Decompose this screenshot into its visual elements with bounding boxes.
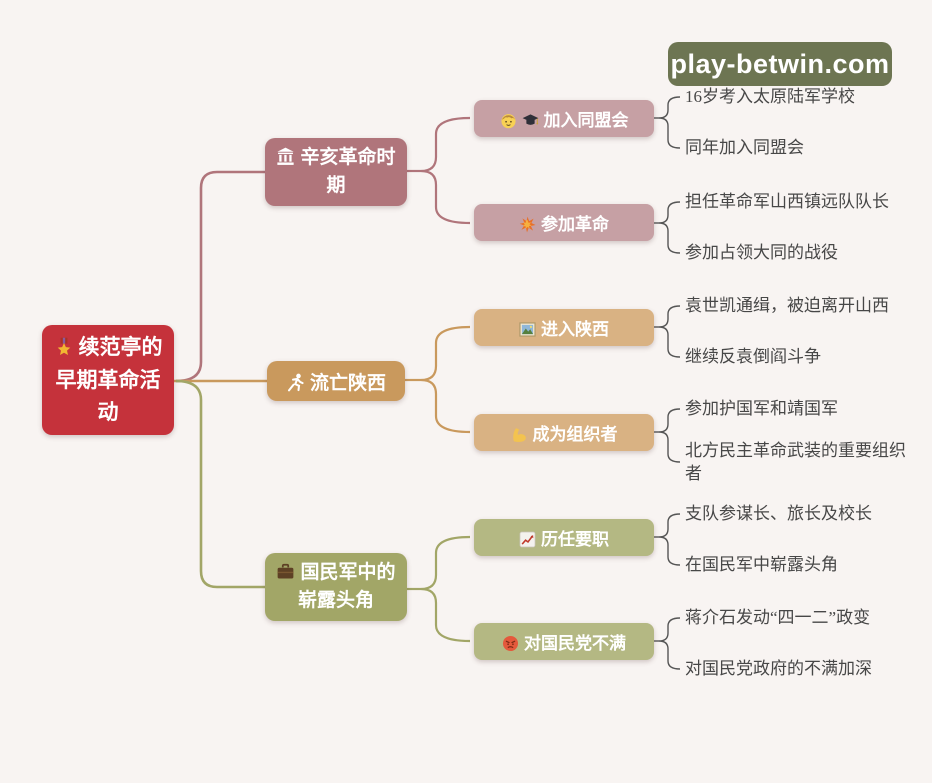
military-medal-icon: [54, 337, 74, 357]
brace-subtopic4: [654, 408, 681, 463]
collision-icon: [519, 216, 536, 233]
link-root-branch3: [175, 379, 265, 589]
leaf-item[interactable]: 参加护国军和靖国军: [685, 399, 838, 418]
subtopic-label: 加入同盟会: [543, 111, 629, 130]
leaf-item[interactable]: 同年加入同盟会: [685, 138, 804, 157]
brace-subtopic5: [654, 513, 681, 566]
brace-branch1: [407, 116, 471, 225]
branch-label: 辛亥革命时期: [300, 146, 396, 197]
branch-exile-shaanxi[interactable]: 流亡陕西: [267, 361, 405, 401]
flexed-biceps-icon: [511, 426, 528, 443]
subtopic-label: 历任要职: [541, 530, 609, 549]
angry-face-icon: [502, 635, 519, 652]
subtopic-label: 参加革命: [541, 215, 609, 234]
root-label: 续范亭的早期革命活动: [55, 335, 163, 425]
brace-subtopic6: [654, 617, 681, 670]
brace-branch2: [405, 325, 471, 434]
subtopic-discontent-kmt[interactable]: 对国民党不满: [474, 623, 654, 660]
branch-label: 国民军中的崭露头角: [297, 561, 396, 612]
brace-branch3: [407, 535, 471, 643]
subtopic-become-organizer[interactable]: 成为组织者: [474, 414, 654, 451]
framed-picture-icon: [519, 321, 536, 338]
briefcase-icon: [276, 562, 295, 581]
watermark-badge: play-betwin.com: [668, 42, 892, 86]
subtopic-key-posts[interactable]: 历任要职: [474, 519, 654, 556]
leaf-item[interactable]: 蒋介石发动“四一二”政变: [685, 608, 871, 627]
leaf-item[interactable]: 对国民党政府的不满加深: [685, 659, 872, 678]
watermark-text: play-betwin.com: [670, 48, 890, 79]
classical-building-icon: [276, 147, 295, 166]
subtopic-label: 进入陕西: [541, 320, 609, 339]
subtopic-enter-shaanxi[interactable]: 进入陕西: [474, 309, 654, 346]
leaf-item[interactable]: 袁世凯通缉，被迫离开山西: [685, 296, 889, 315]
leaf-item[interactable]: 在国民军中崭露头角: [685, 555, 838, 574]
leaf-item[interactable]: 16岁考入太原陆军学校: [685, 87, 855, 106]
subtopic-label: 对国民党不满: [524, 634, 626, 653]
subtopic-join-tongmenghui[interactable]: 加入同盟会: [474, 100, 654, 137]
brace-subtopic1: [654, 96, 681, 149]
link-root-branch1: [175, 170, 265, 383]
leaf-item[interactable]: 担任革命军山西镇远队队长: [685, 192, 889, 211]
leaf-item[interactable]: 支队参谋长、旅长及校长: [685, 504, 872, 523]
brace-subtopic2: [654, 201, 681, 254]
person-running-icon: [286, 373, 305, 392]
branch-xinhai-revolution[interactable]: 辛亥革命时期: [265, 138, 407, 206]
branch-label: 流亡陕西: [309, 372, 386, 394]
branch-nationalist-army[interactable]: 国民军中的崭露头角: [265, 553, 407, 621]
leaf-item[interactable]: 北方民主革命武装的重要组织者: [685, 441, 906, 483]
subtopic-join-revolution[interactable]: 参加革命: [474, 204, 654, 241]
graduation-cap-icon: [522, 112, 539, 129]
root-node[interactable]: 续范亭的早期革命活动: [42, 325, 174, 435]
boy-face-icon: [500, 112, 517, 129]
brace-subtopic3: [654, 305, 681, 358]
subtopic-label: 成为组织者: [532, 425, 618, 444]
leaf-item[interactable]: 参加占领大同的战役: [685, 243, 838, 262]
chart-increasing-icon: [519, 531, 536, 548]
leaf-item[interactable]: 继续反袁倒阎斗争: [685, 347, 821, 366]
